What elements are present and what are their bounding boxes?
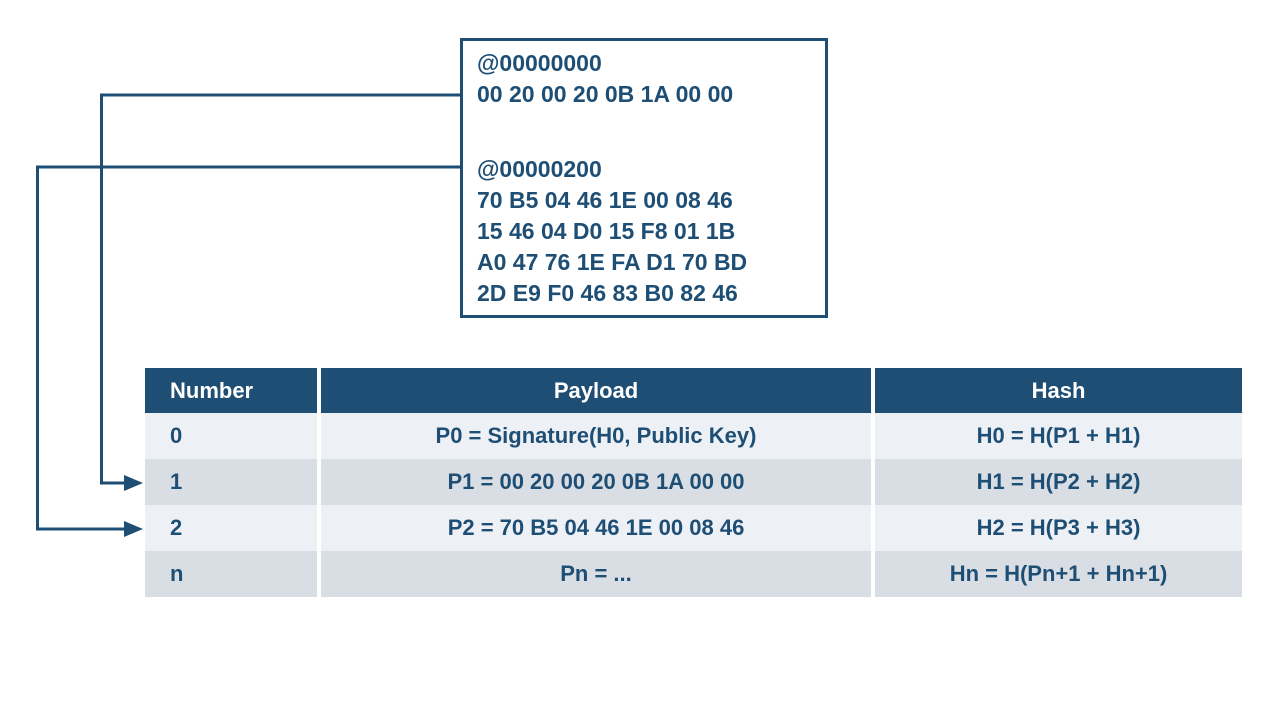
hex-line: 70 B5 04 46 1E 00 08 46 <box>477 187 733 213</box>
cell-number: 2 <box>145 505 317 551</box>
table-header-row: Number Payload Hash <box>145 368 1242 413</box>
column-header-hash: Hash <box>875 368 1242 413</box>
hex-line: 2D E9 F0 46 83 B0 82 46 <box>477 280 738 306</box>
column-header-number: Number <box>145 368 317 413</box>
column-separator <box>317 459 321 505</box>
hex-line: 00 20 00 20 0B 1A 00 00 <box>477 81 734 107</box>
hex-dump-block-1: @00000200 70 B5 04 46 1E 00 08 46 15 46 … <box>477 154 825 309</box>
column-separator <box>871 368 875 413</box>
cell-hash: H1 = H(P2 + H2) <box>875 459 1242 505</box>
hex-line: 15 46 04 D0 15 F8 01 1B <box>477 218 736 244</box>
arrowhead-row2-icon <box>124 521 143 537</box>
column-separator <box>317 368 321 413</box>
hex-line: A0 47 76 1E FA D1 70 BD <box>477 249 748 275</box>
cell-hash: Hn = H(Pn+1 + Hn+1) <box>875 551 1242 597</box>
column-separator <box>317 505 321 551</box>
hex-address: @00000000 <box>477 50 602 76</box>
column-separator <box>871 459 875 505</box>
cell-payload: P0 = Signature(H0, Public Key) <box>321 413 871 459</box>
cell-payload: P2 = 70 B5 04 46 1E 00 08 46 <box>321 505 871 551</box>
arrowhead-row1-icon <box>124 475 143 491</box>
cell-hash: H2 = H(P3 + H3) <box>875 505 1242 551</box>
cell-number: 0 <box>145 413 317 459</box>
cell-hash: H0 = H(P1 + H1) <box>875 413 1242 459</box>
column-separator <box>317 413 321 459</box>
table-row-2: 2 P2 = 70 B5 04 46 1E 00 08 46 H2 = H(P3… <box>145 505 1242 551</box>
hash-chain-table: Number Payload Hash 0 P0 = Signature(H0,… <box>145 368 1242 597</box>
hex-address: @00000200 <box>477 156 602 182</box>
cell-number: 1 <box>145 459 317 505</box>
column-header-payload: Payload <box>321 368 871 413</box>
table-row-n: n Pn = ... Hn = H(Pn+1 + Hn+1) <box>145 551 1242 597</box>
cell-payload: Pn = ... <box>321 551 871 597</box>
column-separator <box>317 551 321 597</box>
cell-payload: P1 = 00 20 00 20 0B 1A 00 00 <box>321 459 871 505</box>
hex-dump-block-0: @00000000 00 20 00 20 0B 1A 00 00 <box>477 48 825 110</box>
cell-number: n <box>145 551 317 597</box>
hex-dump-box: @00000000 00 20 00 20 0B 1A 00 00 @00000… <box>460 38 828 318</box>
column-separator <box>871 505 875 551</box>
column-separator <box>871 551 875 597</box>
column-separator <box>871 413 875 459</box>
table-row-0: 0 P0 = Signature(H0, Public Key) H0 = H(… <box>145 413 1242 459</box>
table-row-1: 1 P1 = 00 20 00 20 0B 1A 00 00 H1 = H(P2… <box>145 459 1242 505</box>
